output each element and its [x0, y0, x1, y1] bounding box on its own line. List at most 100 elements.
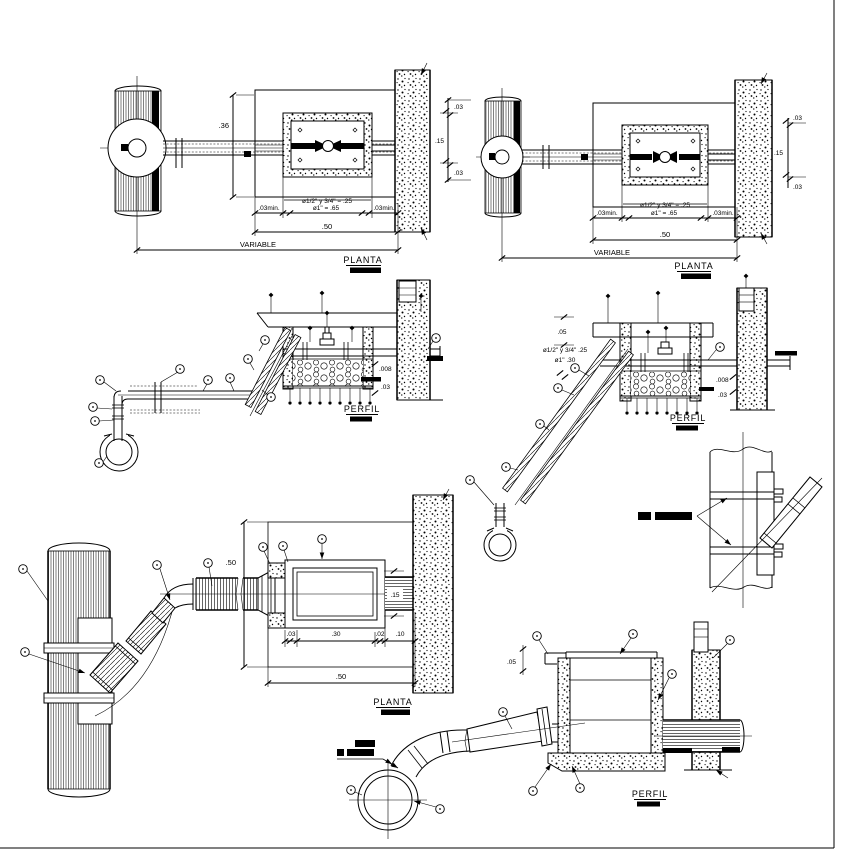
dim-margin-right: .03min.	[373, 205, 395, 212]
dim-gravel: .03	[381, 384, 390, 391]
view-label: PERFIL	[632, 789, 668, 807]
anchor-bolts	[288, 388, 372, 405]
bottom-slab	[547, 752, 666, 772]
scale-text-redacted	[350, 267, 381, 273]
horizontal-pipe	[160, 570, 450, 618]
dim-embed: .10	[395, 631, 404, 638]
chamber	[544, 651, 666, 772]
scale-text-redacted	[637, 801, 660, 807]
valve-icon	[315, 140, 328, 152]
dimensions: .05	[507, 645, 527, 675]
sheet-border	[0, 0, 835, 849]
label-perfil: PERFIL	[632, 789, 668, 799]
dim-pipe-large: ø1" = .65	[313, 205, 340, 212]
dim-50: .50	[322, 222, 332, 231]
label-planta: PLANTA	[373, 697, 412, 707]
view-planta-bottom-left: .50 .03 .30 .02 .10 .50 .15 PLANTA	[18, 488, 454, 798]
inlet-pipe	[451, 706, 586, 753]
dimensions: ø1/2" y 3/4" = .25 ø1" = .65 .03min. .03…	[498, 115, 806, 262]
dimensions: .05 ø1/2" y 3/4" .25 ø1" .30 .008 .03	[543, 313, 737, 399]
dim-slope: .008	[379, 366, 392, 373]
dim-margin-right: .03min.	[712, 210, 734, 217]
view-label: PERFIL	[670, 413, 706, 431]
diagonal-pipes	[502, 338, 634, 506]
callout-balloons	[88, 333, 441, 468]
dim-box: .30	[331, 631, 340, 638]
dim-variable: VARIABLE	[594, 248, 630, 257]
dim-variable: VARIABLE	[240, 240, 276, 249]
dimensions: .008 .03	[361, 360, 392, 397]
scale-text-redacted	[681, 273, 711, 279]
label-perfil: PERFIL	[670, 413, 706, 423]
thrust-pot	[99, 430, 139, 472]
view-perfil-mid-left: .008 .03 PERFIL	[88, 279, 443, 472]
dim-gravel: .03	[718, 392, 727, 399]
pipe-cross-section	[349, 761, 427, 839]
callout-balloons	[18, 534, 327, 676]
label-perfil: PERFIL	[344, 404, 380, 414]
band-lower	[710, 543, 784, 558]
scale-text-redacted	[676, 425, 698, 431]
dim-slab: .05	[557, 329, 566, 336]
redacted-label	[638, 496, 733, 547]
valve-box	[593, 124, 735, 186]
dim-depth: .50	[226, 558, 236, 567]
band-upper	[710, 488, 784, 503]
view-perfil-bottom-right: .05 PERFIL	[337, 621, 752, 839]
dim-36: .36	[219, 121, 229, 130]
dim-pipe-large: ø1" = .65	[651, 210, 678, 217]
wall-section	[734, 72, 773, 245]
view-label: PERFIL	[344, 404, 380, 422]
label-planta: PLANTA	[674, 261, 713, 271]
redacted-label	[337, 740, 400, 770]
dimensions: .36 ø1/2" y 3/4" = .25 ø1" = .65 .03min.…	[133, 91, 471, 254]
pole-plan	[100, 76, 176, 226]
branch-pipe	[711, 476, 823, 593]
flexible-connection	[89, 578, 197, 717]
diagonal-pipes	[244, 326, 302, 417]
label-planta: PLANTA	[343, 255, 382, 265]
callout-balloons	[346, 629, 735, 814]
callout-balloons	[465, 342, 725, 506]
elbow-pipe	[390, 729, 471, 778]
stack-top: .03	[793, 115, 802, 122]
view-label: PLANTA	[373, 697, 412, 715]
dim-slab: .05	[507, 659, 516, 666]
view-label: PLANTA	[343, 255, 382, 273]
dim-margin-left: .03min.	[258, 205, 280, 212]
dim-pipe-small: ø1/2" y 3/4" = .25	[640, 202, 690, 209]
view-planta-top-left: .36 ø1/2" y 3/4" = .25 ø1" = .65 .03min.…	[100, 62, 471, 273]
dim-pipe: .15	[390, 592, 399, 599]
valve-box	[255, 112, 395, 178]
view-label: PLANTA	[674, 261, 713, 279]
dim-wall: .03	[286, 631, 295, 638]
scale-text-redacted	[350, 416, 372, 422]
redacted-text	[699, 387, 714, 391]
outlet-pipe	[655, 719, 752, 753]
stack-top: .03	[454, 104, 463, 111]
dim-slope: .008	[716, 377, 729, 384]
wall-section	[730, 273, 797, 411]
anchor-bolts	[625, 398, 699, 415]
stack-mid: .15	[435, 138, 444, 145]
dim-pipe-large: ø1" .30	[555, 357, 576, 364]
wall-section	[394, 62, 431, 241]
wall-section	[412, 488, 454, 694]
dim-margin-left: .03min.	[596, 210, 618, 217]
dim-50: .50	[660, 230, 670, 239]
thrust-pot	[483, 503, 517, 562]
view-perfil-mid-right: .05 ø1/2" y 3/4" .25 ø1" .30 .008 .03 PE…	[465, 273, 797, 562]
lower-pipe	[112, 382, 258, 433]
dim-total: .50	[336, 672, 346, 681]
view-pole-clamp-detail	[638, 432, 823, 608]
view-planta-top-right: ø1/2" y 3/4" = .25 ø1" = .65 .03min. .03…	[476, 72, 806, 279]
stack-bottom: .03	[454, 170, 463, 177]
dim-pipe-small: ø1/2" y 3/4" .25	[543, 347, 588, 354]
scale-text-redacted	[381, 709, 410, 715]
stack-mid: .15	[774, 150, 783, 157]
redacted-text	[361, 377, 381, 382]
wall-section	[396, 279, 443, 401]
dim-pipe-small: ø1/2" y 3/4" = .25	[302, 198, 352, 205]
